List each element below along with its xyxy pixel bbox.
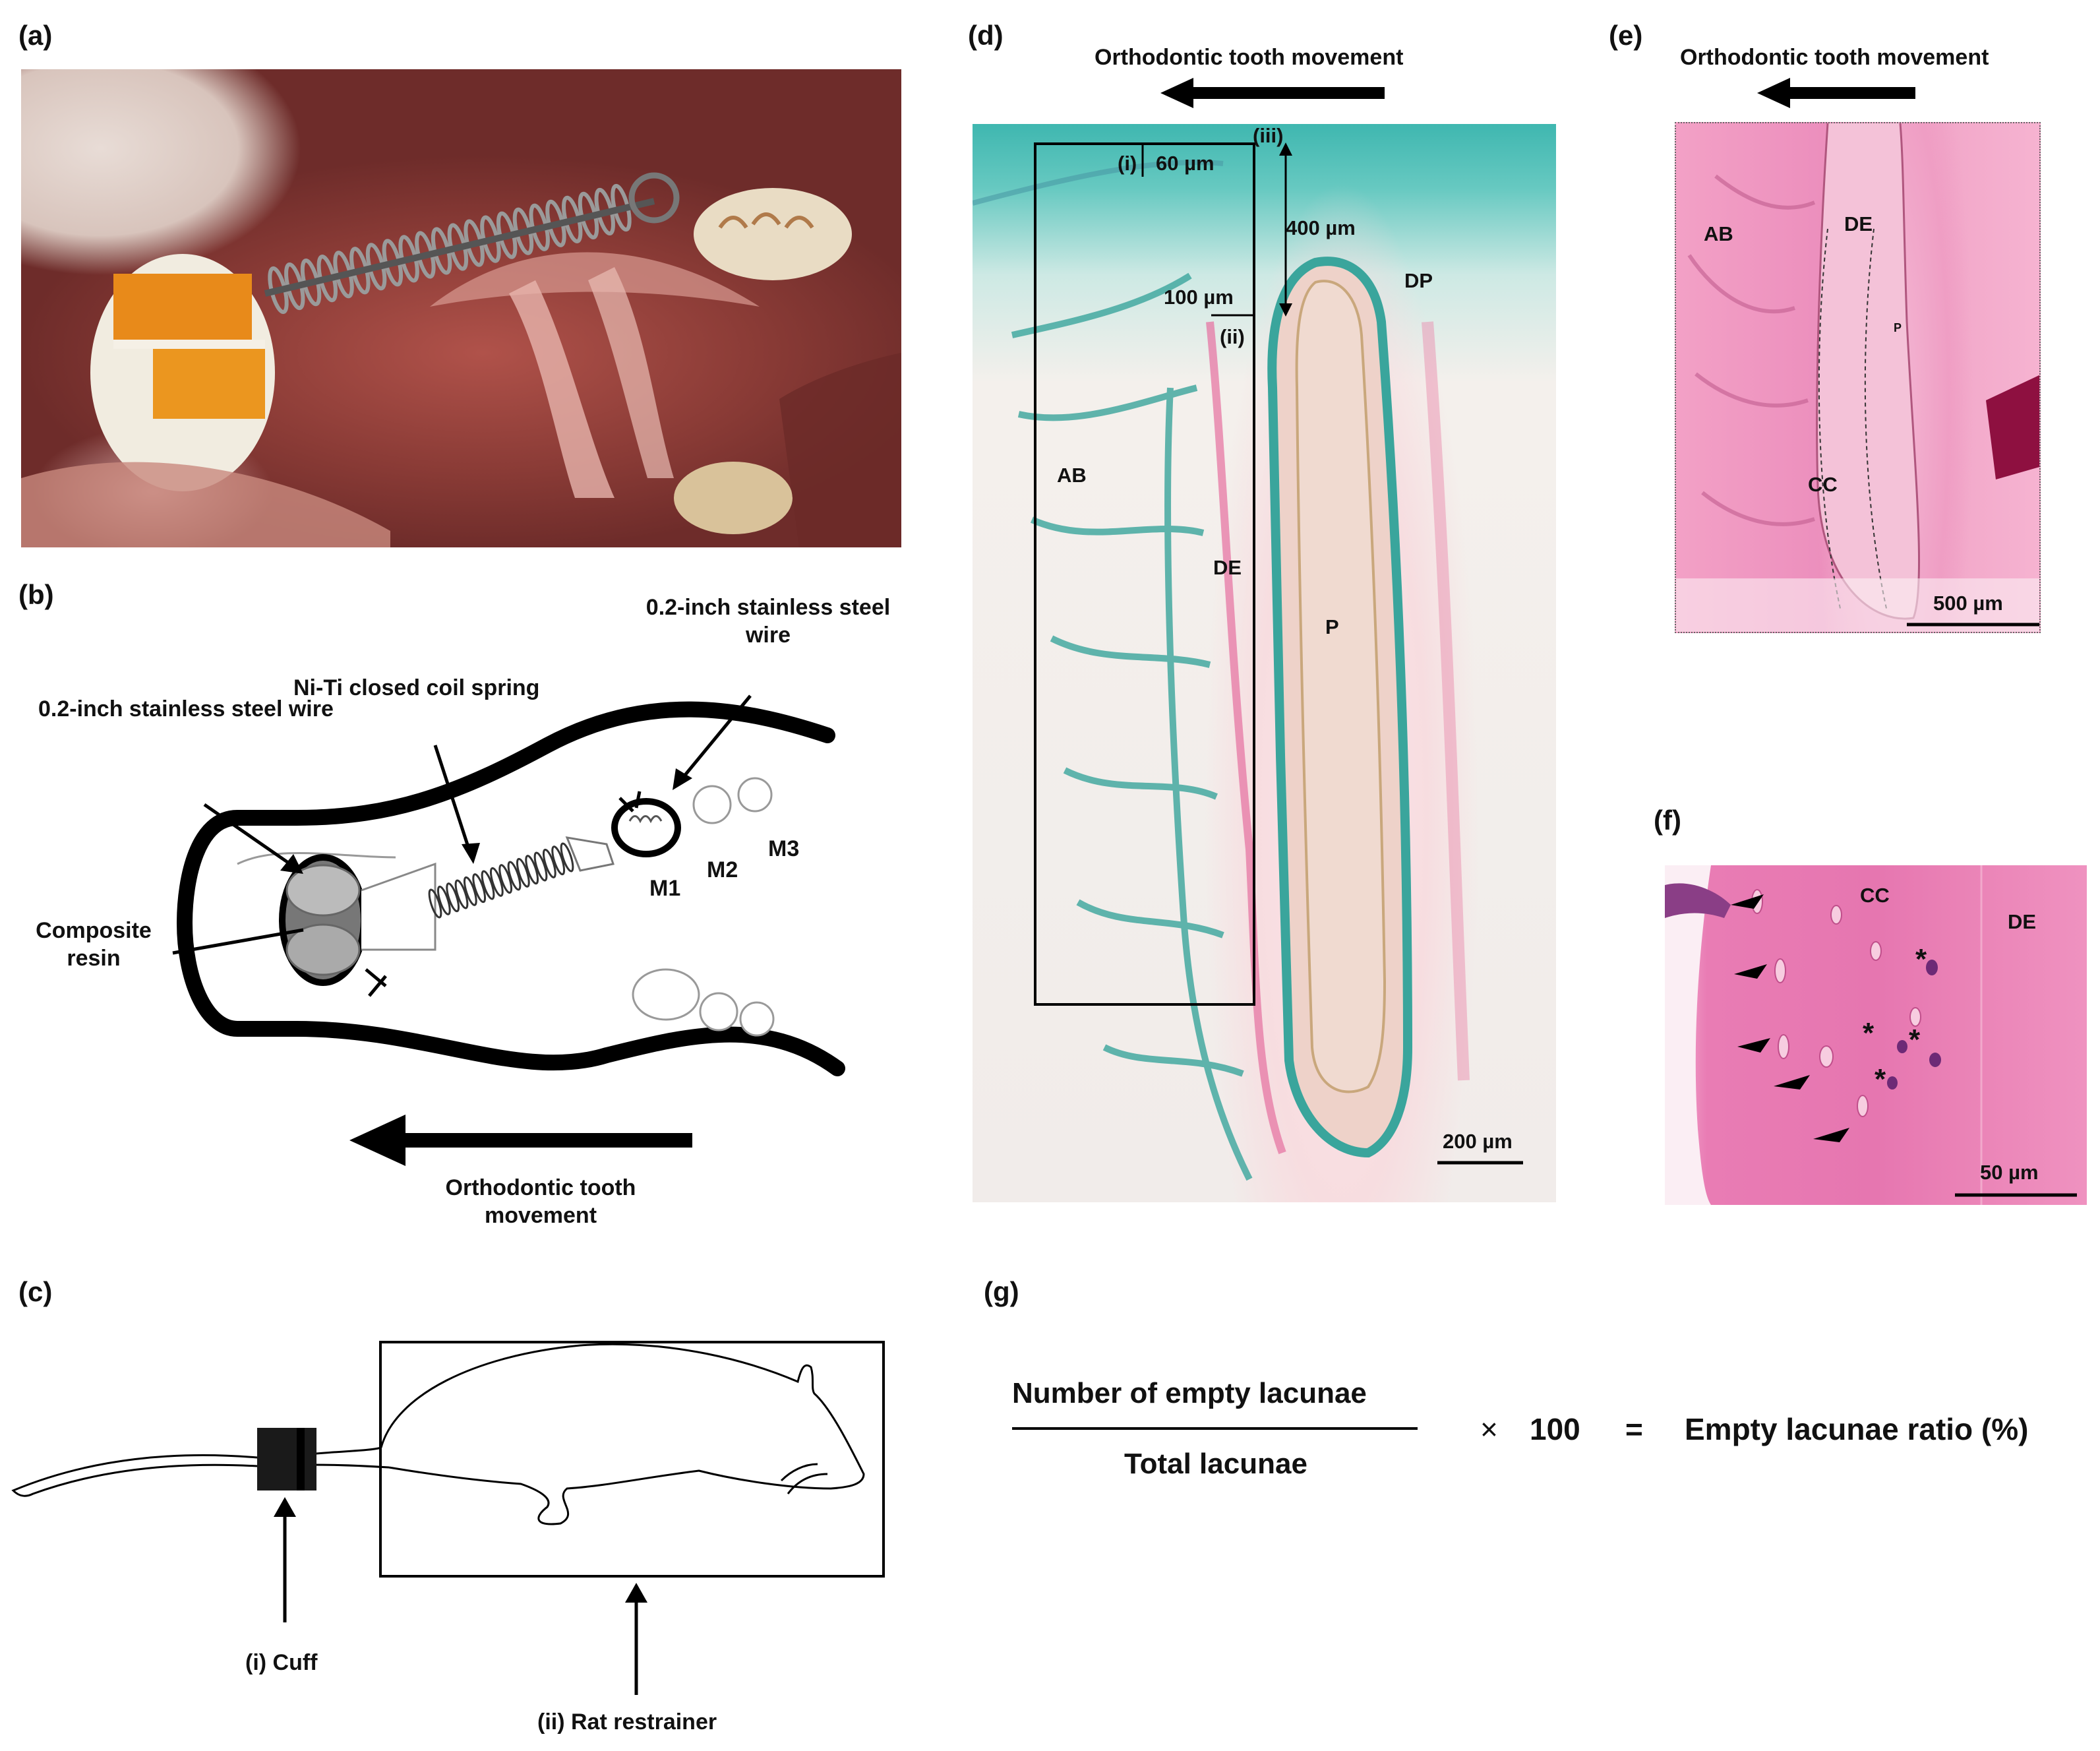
label-d-100um: 100 µm: [1164, 286, 1234, 309]
m2-label: M2: [707, 857, 738, 882]
movement-label-b: Orthodontic tooth movement: [445, 1175, 636, 1228]
panel-b-label: (b): [18, 579, 54, 610]
m1-label: M1: [649, 876, 681, 901]
formula-100: 100: [1530, 1412, 1580, 1446]
asterisk-4: *: [1875, 1063, 1886, 1095]
intraoral-photo: [21, 69, 901, 547]
movement-label-e: Orthodontic tooth movement: [1680, 45, 1989, 70]
fraction-bar: [1012, 1427, 1418, 1430]
label-d-ii: (ii): [1220, 325, 1245, 348]
label-e-ab: AB: [1704, 222, 1733, 245]
asterisk-3: *: [1909, 1024, 1921, 1056]
label-d-ab: AB: [1057, 464, 1087, 487]
label-d-iii: (iii): [1253, 124, 1284, 147]
label-f-cc: CC: [1860, 884, 1890, 907]
scale-bar-f: 50 µm: [1980, 1161, 2039, 1184]
movement-arrow-d: [1160, 78, 1385, 108]
panel-e-label: (e): [1609, 20, 1643, 51]
label-d-i: (i): [1118, 152, 1137, 175]
equals-sign: =: [1625, 1412, 1643, 1446]
asterisk-1: *: [1915, 943, 1927, 975]
histology-section-f: CC DE * * * * 50 µm: [1665, 865, 2087, 1205]
coil-spring-label: Ni-Ti closed coil spring: [293, 675, 540, 700]
histology-section-e: AB DE P CC 500 µm: [1675, 122, 2041, 633]
label-d-400um: 400 µm: [1286, 216, 1356, 239]
scale-bar-d: 200 µm: [1443, 1130, 1513, 1153]
panel-d-label: (d): [968, 20, 1004, 51]
appliance-diagram: [172, 694, 845, 1166]
times-sign: ×: [1480, 1412, 1498, 1446]
movement-label-d: Orthodontic tooth movement: [1095, 45, 1404, 70]
label-f-de: DE: [2008, 910, 2037, 933]
label-e-cc: CC: [1808, 473, 1838, 496]
formula-denominator: Total lacunae: [1124, 1448, 1307, 1480]
panel-a-label: (a): [18, 20, 53, 51]
scale-bar-e: 500 µm: [1933, 592, 2003, 615]
label-d-60um: 60 µm: [1156, 152, 1215, 175]
wire-left-label: 0.2-inch stainless steel wire: [38, 696, 334, 722]
panel-f-label: (f): [1654, 805, 1681, 836]
asterisk-2: *: [1863, 1017, 1875, 1049]
movement-arrow-e: [1757, 78, 1915, 108]
formula-result: Empty lacunae ratio (%): [1685, 1412, 2029, 1446]
panel-c-label: (c): [18, 1276, 53, 1307]
m3-label: M3: [768, 836, 800, 861]
panel-g-label: (g): [984, 1276, 1019, 1307]
wire-right-label: 0.2-inch stainless steel wire: [645, 595, 891, 648]
label-e-de: DE: [1844, 212, 1873, 235]
composite-resin-label: Composite resin: [36, 918, 152, 971]
cuff-label: (i) Cuff: [245, 1650, 318, 1675]
label-d-dp: DP: [1404, 269, 1433, 292]
rat-restrainer-diagram: [11, 1341, 885, 1695]
label-d-de: DE: [1213, 556, 1242, 579]
label-d-p: P: [1325, 615, 1339, 638]
formula-numerator: Number of empty lacunae: [1012, 1377, 1367, 1409]
label-e-p: P: [1894, 321, 1902, 334]
restrainer-label: (ii) Rat restrainer: [537, 1709, 717, 1735]
histology-section-d: (i) 60 µm (iii) 400 µm 100 µm (ii) DP AB…: [973, 124, 1556, 1202]
